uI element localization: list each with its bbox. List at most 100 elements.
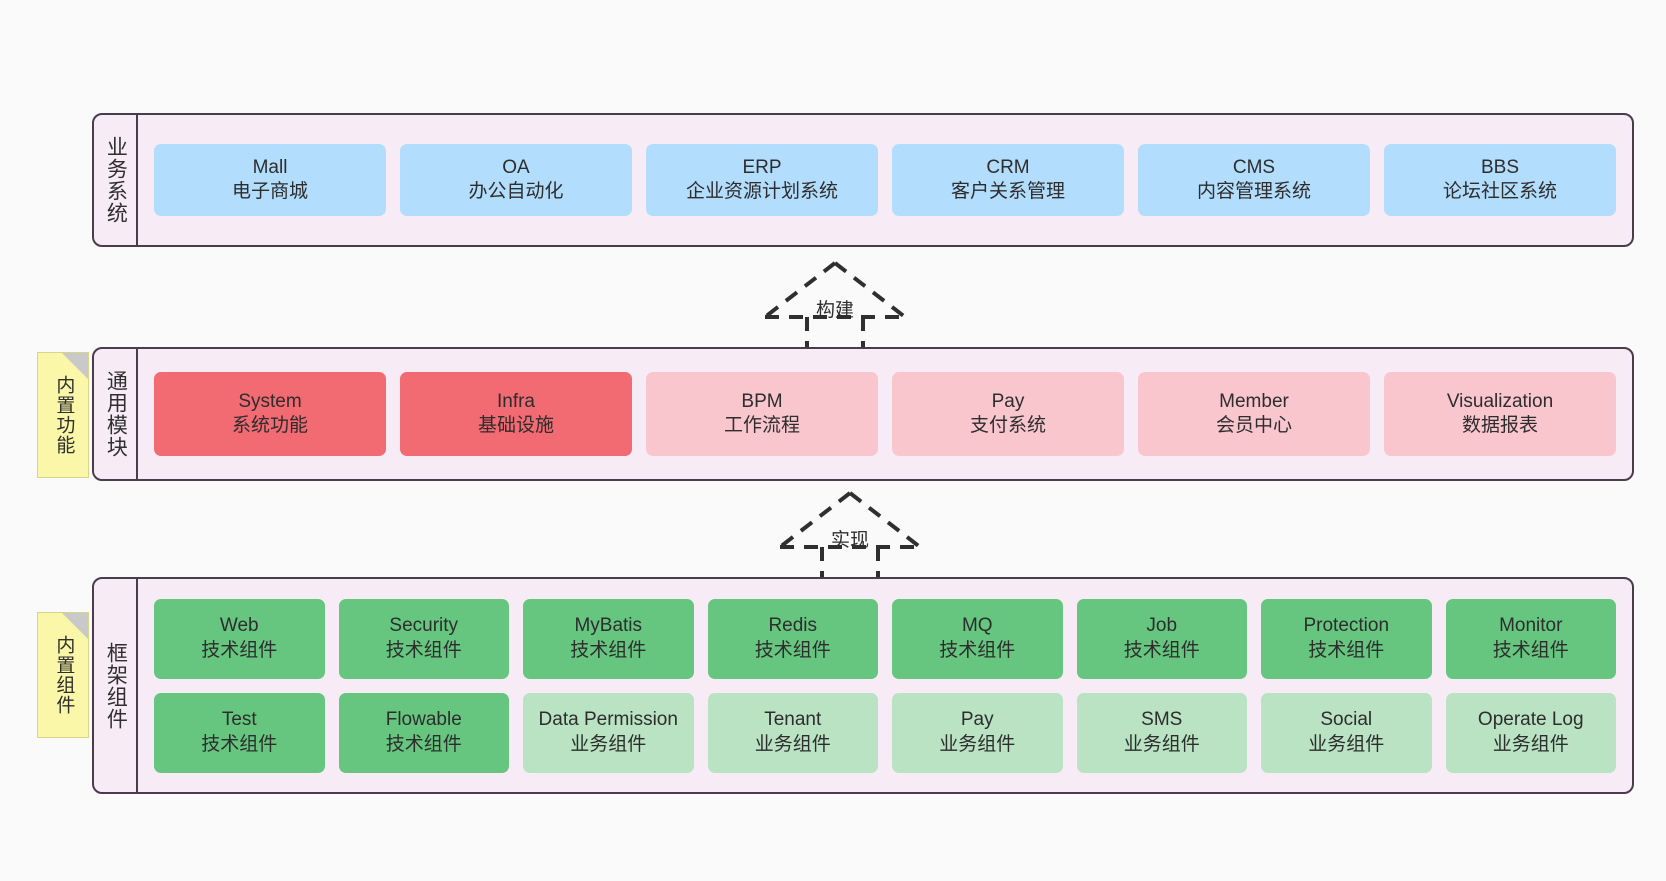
card-title: Job	[1146, 615, 1178, 637]
card-subtitle: 客户关系管理	[950, 181, 1065, 202]
sticky-note-builtin-function-text: 内置功能	[53, 375, 75, 455]
framework-component-layer-label: 框架组件	[94, 579, 138, 792]
card-title: Flowable	[385, 709, 462, 731]
card-title: Operate Log	[1477, 709, 1584, 731]
card-subtitle: 支付系统	[969, 415, 1046, 436]
common-module-layer-label: 通用模块	[94, 349, 138, 479]
card-title: Infra	[496, 390, 536, 412]
card-title: Protection	[1303, 615, 1390, 637]
card-subtitle: 业务组件	[939, 733, 1016, 755]
common-card-visualization[interactable]: Visualization 数据报表	[1384, 372, 1616, 456]
common-card-pay[interactable]: Pay 支付系统	[892, 372, 1124, 456]
arrow-label-realize: 实现	[830, 530, 869, 551]
card-subtitle: 内容管理系统	[1196, 181, 1311, 202]
card-title: SMS	[1141, 709, 1183, 731]
card-title: System	[238, 390, 302, 412]
common-module-layer: 通用模块 System 系统功能 Infra 基础设施 BPM 工作流程 Pay 支付系统 Me…	[92, 347, 1634, 481]
card-subtitle: 技术组件	[1123, 639, 1200, 661]
card-subtitle: 工作流程	[723, 415, 800, 436]
card-subtitle: 技术组件	[754, 639, 831, 661]
card-subtitle: 业务组件	[1308, 733, 1385, 755]
card-title: Visualization	[1446, 390, 1554, 412]
card-subtitle: 企业资源计划系统	[685, 181, 838, 202]
card-subtitle: 技术组件	[1492, 639, 1569, 661]
card-title: Pay	[960, 709, 994, 731]
card-title: Tenant	[764, 709, 822, 731]
card-subtitle: 技术组件	[201, 733, 278, 755]
card-subtitle: 会员中心	[1215, 415, 1292, 436]
card-title: Data Permission	[538, 709, 678, 731]
arrow-label-build: 构建	[815, 300, 854, 321]
card-title: Redis	[768, 615, 818, 637]
card-title: BPM	[741, 390, 783, 412]
business-card-bbs[interactable]: BBS 论坛社区系统	[1384, 144, 1616, 216]
card-title: Monitor	[1499, 615, 1563, 637]
sticky-note-builtin-function: 内置功能	[37, 352, 89, 478]
sticky-note-builtin-component-text: 内置组件	[53, 635, 75, 715]
card-title: MyBatis	[574, 615, 643, 637]
realization-arrow-build: 构建	[745, 257, 925, 357]
common-module-card-list: System 系统功能 Infra 基础设施 BPM 工作流程 Pay 支付系统 Member 会…	[138, 349, 1632, 479]
card-subtitle: 基础设施	[477, 415, 554, 436]
card-subtitle: 技术组件	[1308, 639, 1385, 661]
business-card-mall[interactable]: Mall 电子商城	[154, 144, 386, 216]
card-title: CMS	[1232, 156, 1276, 178]
card-subtitle: 办公自动化	[468, 181, 564, 202]
card-title: OA	[502, 156, 530, 178]
card-subtitle: 数据报表	[1461, 415, 1538, 436]
realization-arrow-realize: 实现	[760, 487, 940, 587]
card-subtitle: 业务组件	[1123, 733, 1200, 755]
card-subtitle: 技术组件	[570, 639, 647, 661]
business-card-crm[interactable]: CRM 客户关系管理	[892, 144, 1124, 216]
card-title: CRM	[986, 156, 1030, 178]
card-subtitle: 业务组件	[754, 733, 831, 755]
card-subtitle: 论坛社区系统	[1442, 181, 1557, 202]
business-card-erp[interactable]: ERP 企业资源计划系统	[646, 144, 878, 216]
business-system-layer: 业务系统 Mall 电子商城 OA 办公自动化 ERP 企业资源计划系统 CRM 客户关系管理…	[92, 113, 1634, 247]
sticky-note-builtin-component: 内置组件	[37, 612, 89, 738]
common-card-bpm[interactable]: BPM 工作流程	[646, 372, 878, 456]
card-subtitle: 系统功能	[231, 415, 308, 436]
card-title: Web	[219, 615, 259, 637]
card-title: Security	[389, 615, 459, 637]
card-title: Pay	[991, 390, 1025, 412]
card-title: Mall	[252, 156, 288, 178]
card-subtitle: 技术组件	[939, 639, 1016, 661]
business-system-layer-label: 业务系统	[94, 115, 138, 245]
card-title: BBS	[1480, 156, 1520, 178]
business-card-oa[interactable]: OA 办公自动化	[400, 144, 632, 216]
card-title: Member	[1219, 390, 1289, 412]
card-subtitle: 业务组件	[570, 733, 647, 755]
common-card-system[interactable]: System 系统功能	[154, 372, 386, 456]
card-title: ERP	[742, 156, 782, 178]
common-card-member[interactable]: Member 会员中心	[1138, 372, 1370, 456]
card-title: Test	[221, 709, 257, 731]
business-card-cms[interactable]: CMS 内容管理系统	[1138, 144, 1370, 216]
common-card-infra[interactable]: Infra 基础设施	[400, 372, 632, 456]
card-subtitle: 技术组件	[201, 639, 278, 661]
card-subtitle: 电子商城	[231, 181, 308, 202]
card-subtitle: 技术组件	[385, 639, 462, 661]
card-title: Social	[1320, 709, 1373, 731]
card-subtitle: 技术组件	[385, 733, 462, 755]
